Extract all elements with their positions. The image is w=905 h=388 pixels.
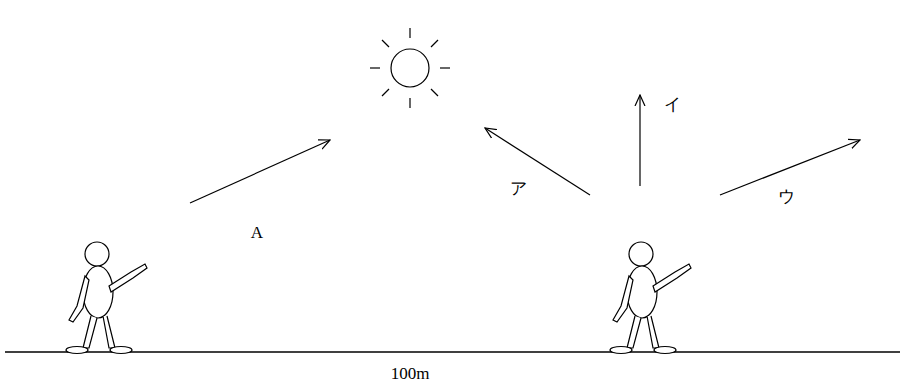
arrow-label: イ [664,96,681,113]
arrow-label: ア [510,180,527,197]
arrow-a [190,140,330,203]
arrow-i [639,95,640,186]
dimension-label: 100m [391,365,430,382]
person-right [610,242,691,354]
arrow-label: A [251,224,263,241]
sun [370,28,450,108]
arrow-label: ウ [778,188,795,205]
ground-line [5,351,900,352]
arrow-a-kana [485,128,590,195]
person-left [66,242,147,354]
